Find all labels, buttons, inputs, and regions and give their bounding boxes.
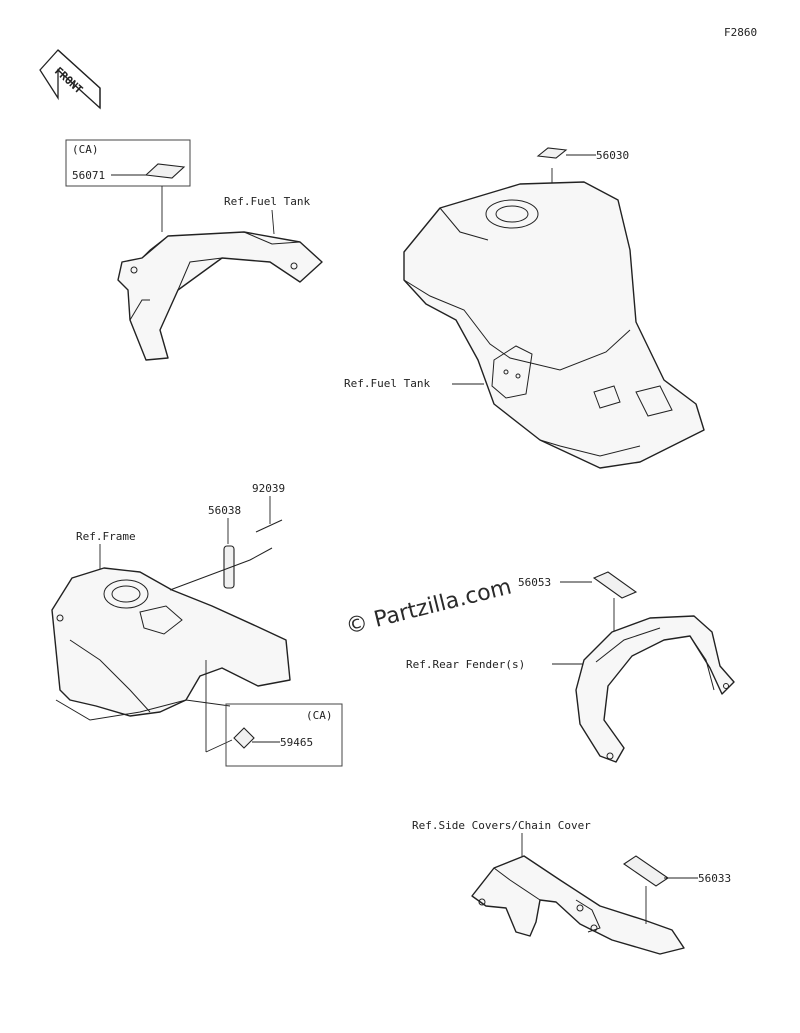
ca-label-top: (CA) bbox=[72, 143, 99, 156]
rear-fender-part bbox=[575, 615, 735, 763]
part-number-56071[interactable]: 56071 bbox=[72, 169, 105, 182]
part-number-56030[interactable]: 56030 bbox=[596, 149, 629, 162]
fuel-tank-part bbox=[403, 181, 705, 469]
label-56038[interactable] bbox=[223, 545, 235, 589]
part-number-56053[interactable]: 56053 bbox=[518, 576, 551, 589]
part-number-56038[interactable]: 56038 bbox=[208, 504, 241, 517]
label-56033[interactable] bbox=[623, 855, 669, 887]
chain-cover-part bbox=[471, 855, 685, 955]
label-56030[interactable] bbox=[536, 147, 568, 159]
tie-92039 bbox=[255, 519, 283, 533]
part-number-56033[interactable]: 56033 bbox=[698, 872, 731, 885]
frame-part bbox=[51, 547, 291, 721]
part-number-92039[interactable]: 92039 bbox=[252, 482, 285, 495]
ref-rear-fender: Ref.Rear Fender(s) bbox=[406, 658, 525, 671]
ref-frame: Ref.Frame bbox=[76, 530, 136, 543]
ref-fuel-tank-top: Ref.Fuel Tank bbox=[224, 195, 310, 208]
label-59465[interactable] bbox=[233, 727, 255, 749]
label-56053[interactable] bbox=[592, 571, 638, 599]
ca-box-top bbox=[65, 139, 191, 187]
ca-label-bottom: (CA) bbox=[306, 709, 333, 722]
front-arrow-icon: FRONT bbox=[39, 49, 101, 110]
tank-cover-part bbox=[117, 231, 323, 361]
ca-box-bottom bbox=[225, 703, 343, 767]
leader-ref-tank-top bbox=[271, 209, 275, 235]
label-56071[interactable] bbox=[144, 163, 186, 179]
figure-code: F2860 bbox=[724, 26, 757, 39]
ref-fuel-tank-main: Ref.Fuel Tank bbox=[344, 377, 430, 390]
ref-side-covers: Ref.Side Covers/Chain Cover bbox=[412, 819, 591, 832]
part-number-59465[interactable]: 59465 bbox=[280, 736, 313, 749]
leader-59465-diag bbox=[205, 739, 233, 753]
watermark: © Partzilla.com bbox=[343, 574, 514, 639]
